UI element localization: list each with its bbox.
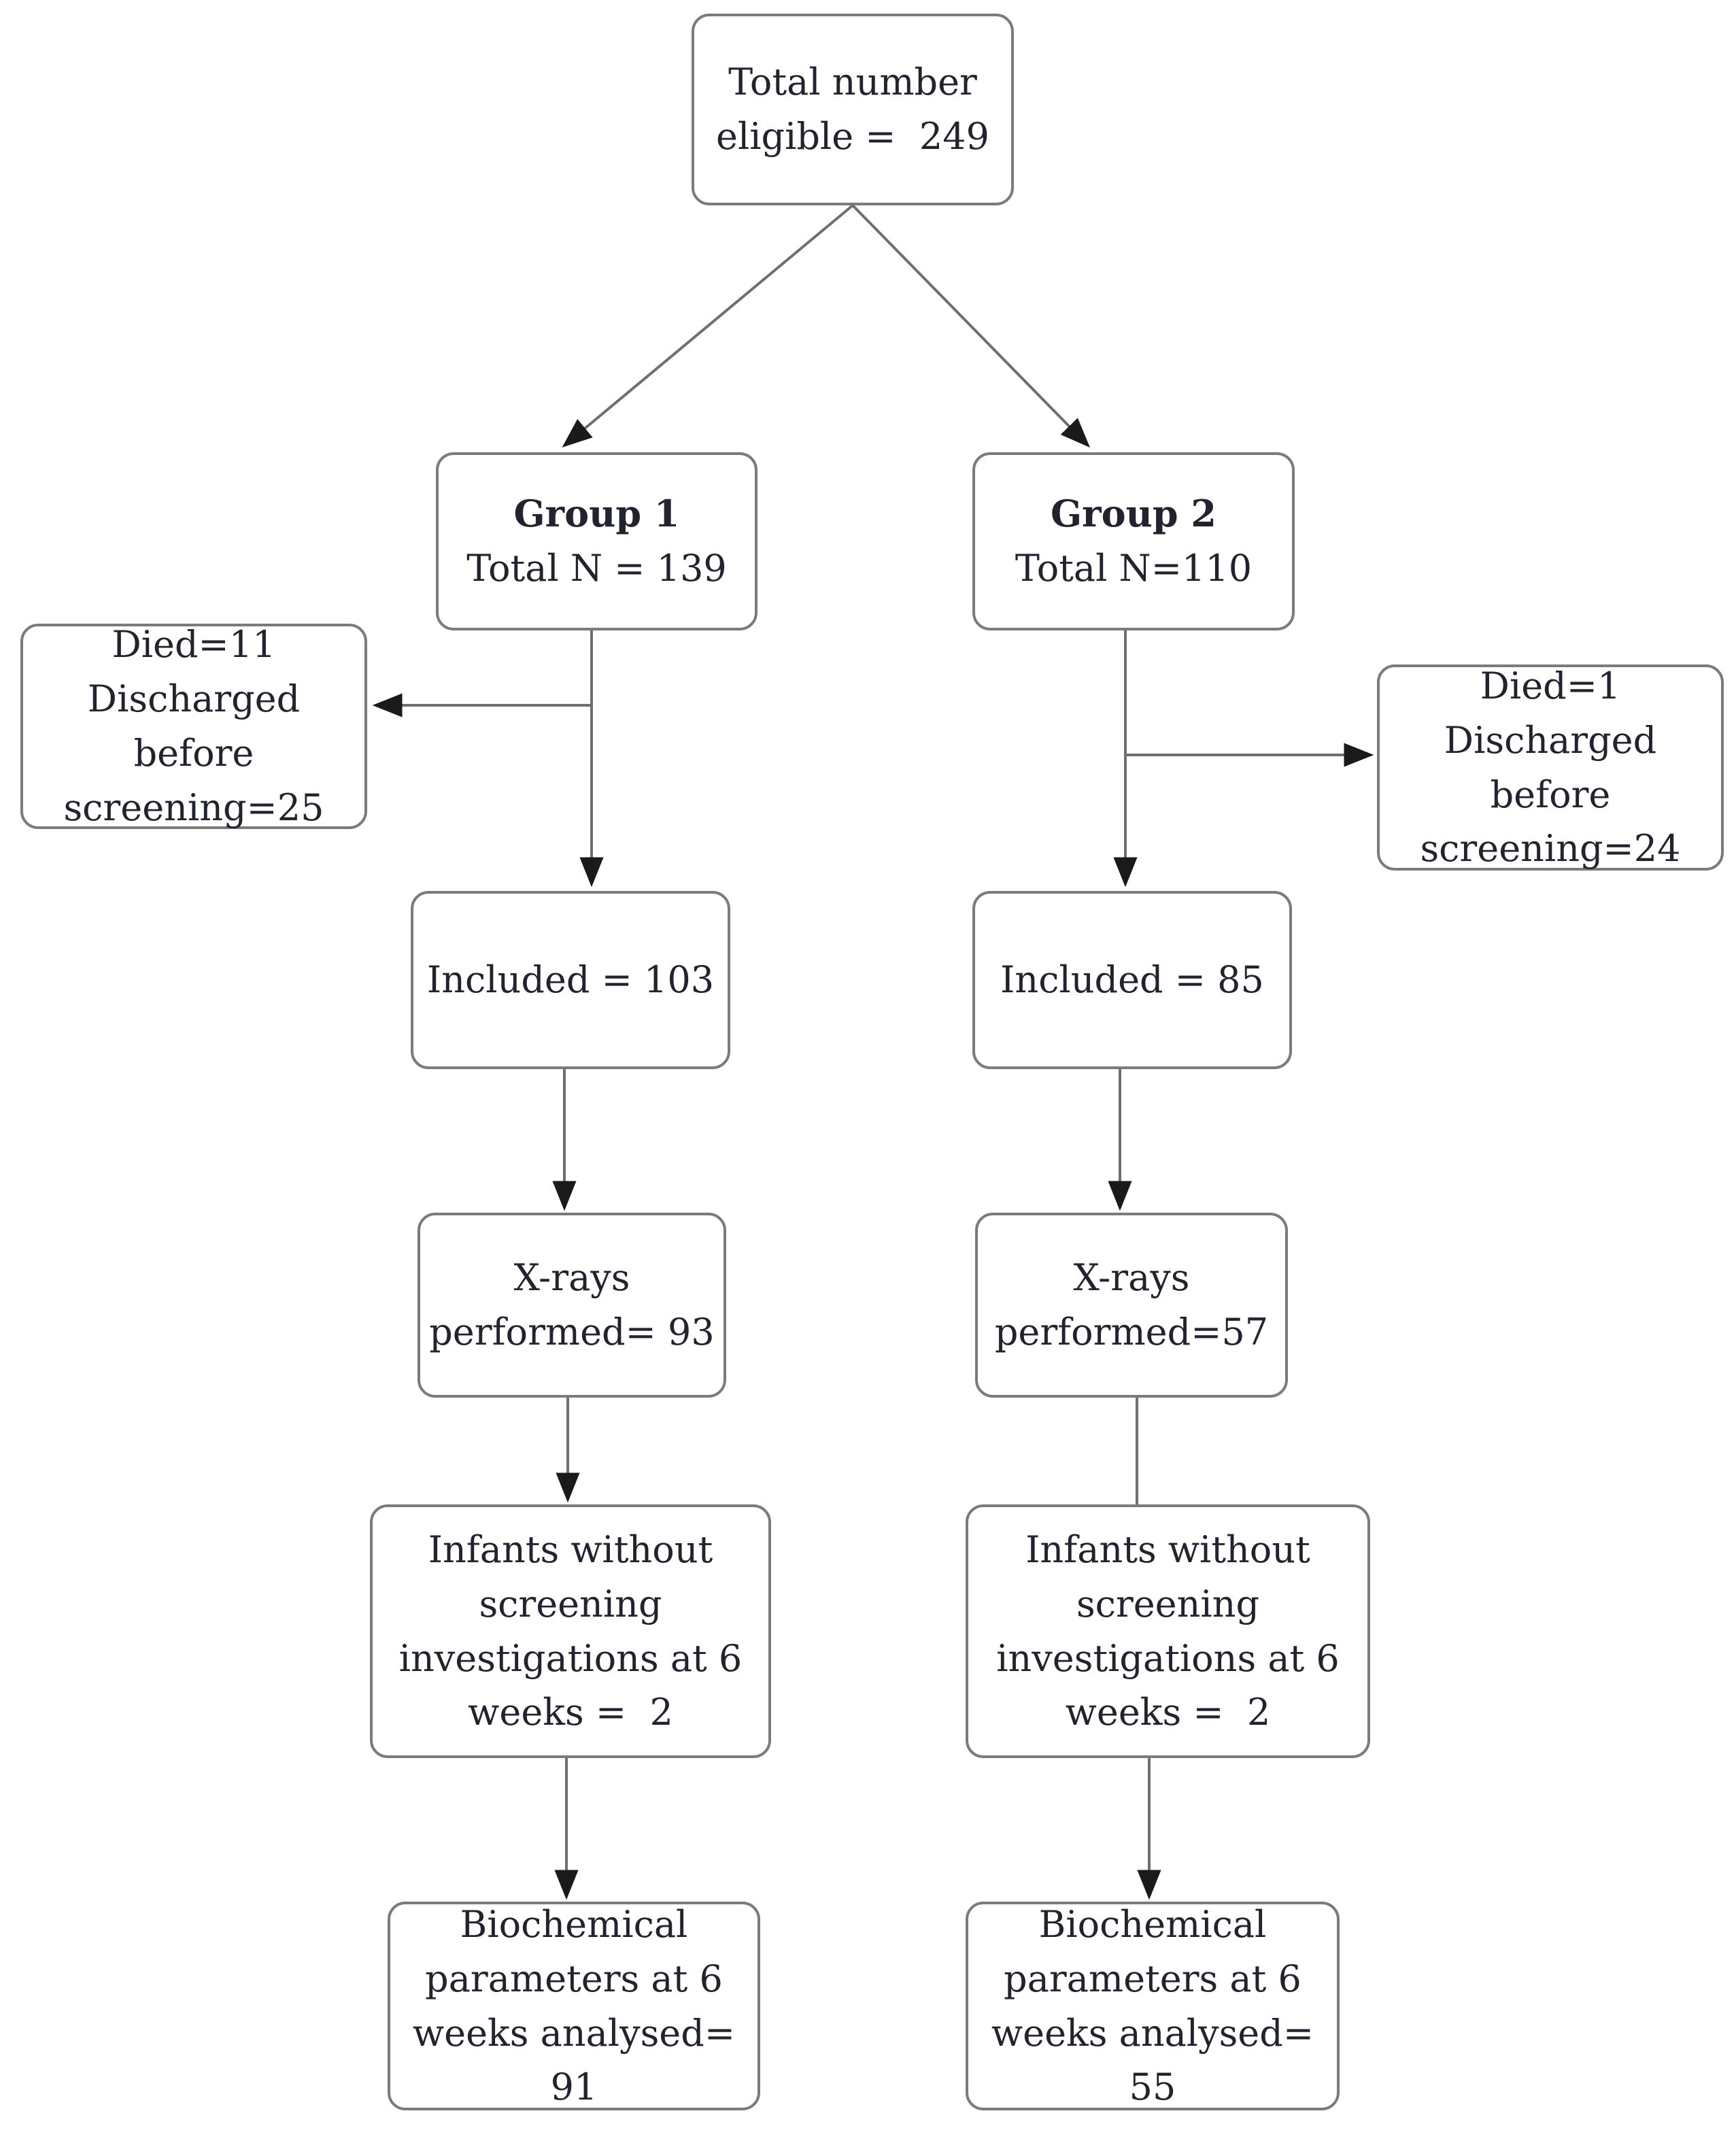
- edge-total-group1: [562, 204, 854, 448]
- node-included-group1-text: Included = 103: [426, 958, 715, 1002]
- node-xrays-group1: X-rays performed= 93: [418, 1213, 726, 1398]
- node-excluded-group2: Died=1 Discharged before screening=24: [1377, 664, 1724, 871]
- node-excluded-group1-text: Died=11 Discharged before screening=25: [63, 623, 324, 829]
- node-included-group1: Included = 103: [411, 891, 730, 1069]
- node-group2: Group 2 Total N=110: [972, 452, 1295, 630]
- node-included-group2-text: Included = 85: [1000, 958, 1264, 1002]
- node-excluded-group1: Died=11 Discharged before screening=25: [20, 623, 367, 829]
- node-group1-title: Group 1: [513, 492, 680, 536]
- node-no-screening-group1: Infants without screening investigations…: [370, 1504, 771, 1758]
- node-biochemical-group2-text: Biochemical parameters at 6 weeks analys…: [991, 1902, 1314, 2109]
- node-biochemical-group1-text: Biochemical parameters at 6 weeks analys…: [412, 1902, 736, 2109]
- node-included-group2: Included = 85: [972, 891, 1292, 1069]
- node-no-screening-group2-text: Infants without screening investigations…: [996, 1528, 1340, 1734]
- node-biochemical-group2: Biochemical parameters at 6 weeks analys…: [966, 1902, 1340, 2110]
- node-group2-title: Group 2: [1051, 492, 1216, 536]
- node-excluded-group2-text: Died=1 Discharged before screening=24: [1420, 664, 1681, 871]
- node-no-screening-group1-text: Infants without screening investigations…: [398, 1528, 743, 1734]
- node-group1-subtitle: Total N = 139: [466, 547, 727, 590]
- edge-total-group2: [851, 204, 1091, 448]
- node-group2-subtitle: Total N=110: [1015, 547, 1253, 590]
- node-total-eligible-text: Total number eligible = 249: [716, 61, 989, 158]
- node-xrays-group1-text: X-rays performed= 93: [429, 1256, 715, 1353]
- node-biochemical-group1: Biochemical parameters at 6 weeks analys…: [388, 1902, 760, 2110]
- node-total-eligible: Total number eligible = 249: [692, 14, 1014, 205]
- node-xrays-group2-text: X-rays performed=57: [994, 1256, 1269, 1353]
- node-group1: Group 1 Total N = 139: [436, 452, 758, 630]
- node-no-screening-group2: Infants without screening investigations…: [966, 1504, 1370, 1758]
- node-xrays-group2: X-rays performed=57: [975, 1213, 1288, 1398]
